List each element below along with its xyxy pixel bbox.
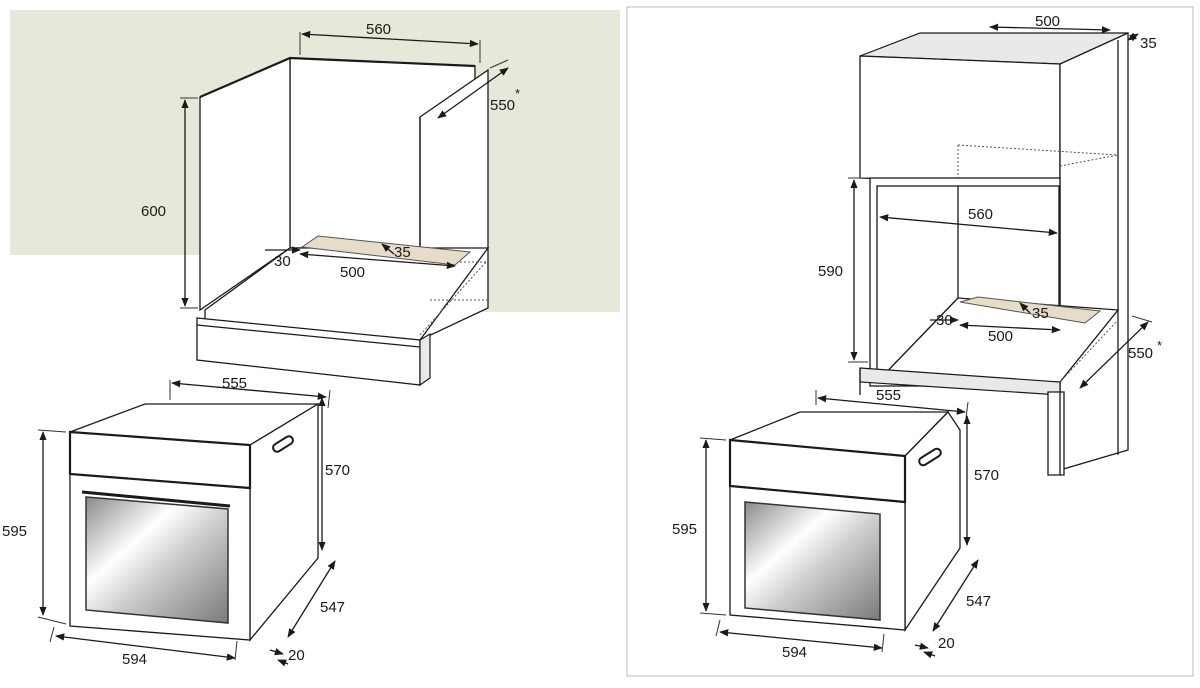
oven-body-height-label-right: 570 xyxy=(974,467,999,484)
oven-front-width-label: 594 xyxy=(122,651,147,668)
top-depth-label: 35 xyxy=(1140,35,1157,52)
top-width-label: 500 xyxy=(1035,13,1060,30)
oven-top-depth-label: 555 xyxy=(222,375,247,392)
niche-width-label: 560 xyxy=(366,21,391,38)
cabinet-depth-label: 550 xyxy=(1128,345,1153,362)
left-oven-dimensions: 555 570 595 547 594 20 xyxy=(2,375,350,668)
oven-top-depth-label-right: 555 xyxy=(876,387,901,404)
oven-front-width-label-right: 594 xyxy=(782,644,807,661)
cabinet-depth-asterisk: * xyxy=(1157,338,1162,353)
niche-depth-label: 550 xyxy=(490,97,515,114)
niche-width-label-right: 560 xyxy=(968,206,993,223)
niche-depth-asterisk: * xyxy=(515,86,520,101)
oven-side-depth-label: 547 xyxy=(320,599,345,616)
oven-glass-window xyxy=(85,496,229,624)
oven-front-height-label: 595 xyxy=(2,523,27,540)
oven-body-height-label: 570 xyxy=(325,462,350,479)
right-oven xyxy=(728,410,961,633)
left-niche-cabinet xyxy=(196,56,490,387)
left-oven xyxy=(68,402,321,642)
right-panel: 500 35 560 590 35 30 500 550 * xyxy=(672,13,1162,661)
right-cabinet-dimensions: 500 35 560 590 35 30 500 550 * xyxy=(818,13,1162,389)
vent-depth-label: 35 xyxy=(394,244,411,261)
right-oven-dimensions: 555 570 595 547 594 20 xyxy=(672,387,999,661)
vent-width-label: 500 xyxy=(340,264,365,281)
oven-door-depth-label: 20 xyxy=(288,647,305,664)
left-panel: 560 550 * 600 500 35 30 xyxy=(2,10,620,668)
oven-front-height-label-right: 595 xyxy=(672,521,697,538)
oven-glass-window-right xyxy=(744,501,881,621)
vent-offset-label-right: 30 xyxy=(936,312,953,329)
vent-width-label-right: 500 xyxy=(988,328,1013,345)
oven-door-depth-label-right: 20 xyxy=(938,635,955,652)
niche-height-label-right: 590 xyxy=(818,263,843,280)
left-niche-dimensions: 560 550 * 600 500 35 30 xyxy=(141,21,520,309)
vent-slot-right xyxy=(959,296,1102,324)
oven-side-depth-label-right: 547 xyxy=(966,593,991,610)
right-panel-frame xyxy=(626,6,1194,677)
niche-height-label: 600 xyxy=(141,203,166,220)
vent-depth-label-right: 35 xyxy=(1032,305,1049,322)
right-tall-cabinet xyxy=(859,31,1129,476)
vent-offset-label: 30 xyxy=(274,253,291,270)
